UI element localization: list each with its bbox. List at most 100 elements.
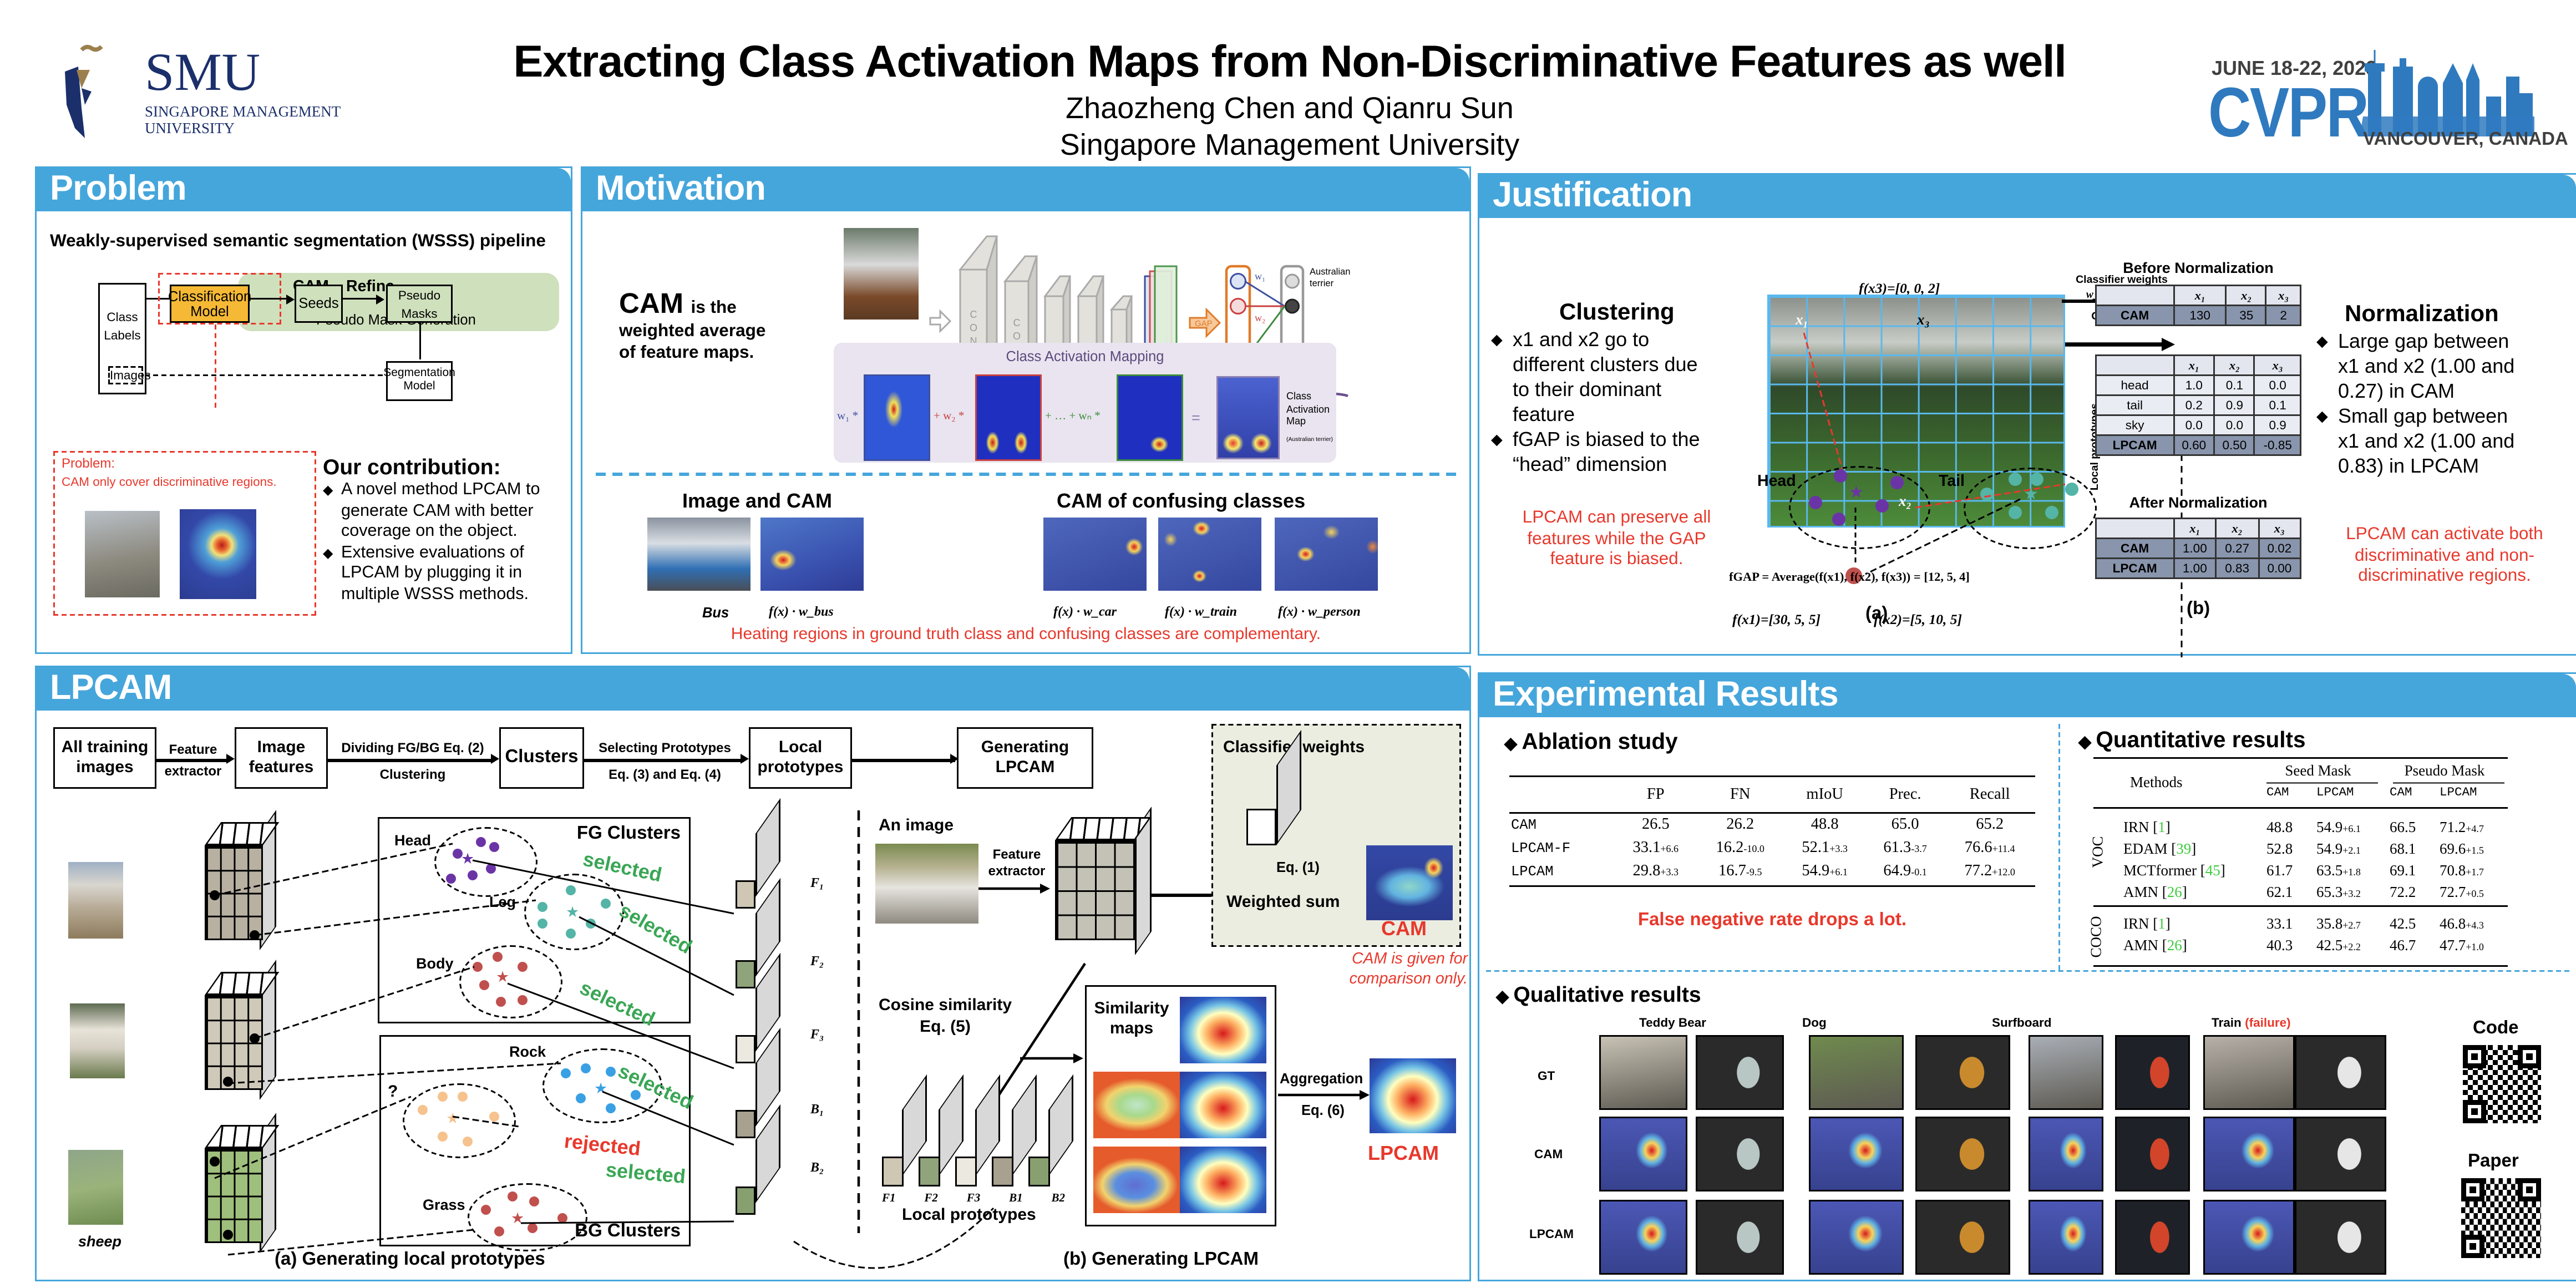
- table-cell: 0.2: [2173, 394, 2215, 416]
- cosine-label: Cosine similarity: [878, 997, 1012, 1015]
- table-header-row: x₁ x₂ x₃: [2095, 518, 2302, 539]
- feature-cube: [201, 1113, 334, 1258]
- row-label: tail: [2095, 394, 2175, 416]
- qr-finder: [2463, 1100, 2486, 1123]
- table-cell: 46.8+4.3: [2440, 914, 2506, 935]
- table-header-cell: x₁: [2173, 518, 2217, 539]
- sub-headers: CAM LPCAM CAM LPCAM: [2266, 787, 2508, 800]
- fgap-formula: fGAP = Average(f(x1), f(x2), f(x3)) = [1…: [1729, 569, 1970, 584]
- cluster-point: [468, 870, 478, 880]
- seeds-box: Seeds: [295, 285, 343, 323]
- table-rule: [2093, 757, 2508, 759]
- after-title: After Normalization: [2129, 494, 2268, 511]
- table-cell: 0.9: [2213, 394, 2256, 416]
- table-cell: 0.1: [2254, 394, 2301, 416]
- contribution-title: Our contribution:: [323, 454, 501, 479]
- pseudo-masks-box: Pseudo Masks: [386, 285, 453, 323]
- group-header-seed: Seed Mask: [2285, 762, 2351, 779]
- eq1-label: Eq. (1): [1276, 859, 1320, 875]
- table-header-cell: FP: [1646, 786, 1665, 803]
- smu-abbr: SMU: [145, 42, 261, 102]
- feature-cube: [201, 960, 334, 1105]
- value: 69.6: [2440, 840, 2466, 857]
- method-with-ref: IRN [1]: [2123, 915, 2171, 932]
- row-label: CAM: [2095, 305, 2175, 326]
- value: 70.8: [2440, 862, 2466, 879]
- delta: +2.2: [2342, 944, 2361, 954]
- caption-b: (b): [2187, 599, 2210, 619]
- table-cell: 33.1+6.6: [1615, 836, 1697, 860]
- citation-link[interactable]: 1: [2158, 819, 2166, 835]
- arrowhead: [950, 754, 959, 764]
- lpcam-header: LPCAM: [37, 667, 1469, 711]
- citation-link[interactable]: 1: [2158, 915, 2166, 932]
- table-cell: 0.00: [2257, 557, 2302, 579]
- selecting-label: Selecting Prototypes: [599, 741, 731, 755]
- similarity-maps-box: Similarity maps: [1085, 985, 1276, 1226]
- delta: +2.1: [2342, 847, 2361, 857]
- qualitative-mask: [1915, 1117, 2010, 1191]
- problem-header: Problem: [37, 168, 571, 211]
- bar-front: [736, 1186, 755, 1215]
- eq6-label: Eq. (6): [1301, 1102, 1345, 1118]
- cluster-point: [481, 1205, 491, 1215]
- table-cell: 69.1: [2390, 860, 2440, 882]
- clustering-note: LPCAM can preserve all features while th…: [1522, 508, 1711, 569]
- paper-qr-link[interactable]: [2461, 1178, 2541, 1258]
- qualitative-image: [1809, 1117, 1904, 1191]
- cluster-point: [493, 952, 503, 962]
- table-cell: -0.85: [2254, 434, 2301, 456]
- arrow-line: [343, 298, 379, 300]
- qualitative-image: [2203, 1200, 2295, 1275]
- cluster-point: [486, 864, 496, 874]
- citation-link[interactable]: 26: [2167, 884, 2182, 900]
- classifier-weights-label: Classifier weights: [2076, 275, 2168, 286]
- table-header-row: x₁ x₂ x₃: [2095, 285, 2301, 306]
- cluster-point: [438, 1092, 448, 1102]
- sub-header: LPCAM: [2440, 787, 2477, 800]
- table-cell: 63.5+1.8: [2316, 860, 2390, 882]
- qualitative-mask: [2295, 1035, 2386, 1110]
- value: 26.2: [1726, 817, 1754, 834]
- cluster-point: [561, 1068, 571, 1078]
- citation-link[interactable]: 39: [2176, 840, 2192, 857]
- value: 65.2: [1976, 817, 2004, 834]
- value: 72.2: [2390, 884, 2416, 900]
- label-text: Feature extractor: [164, 742, 222, 779]
- caption-generating-prototypes: (a) Generating local prototypes: [275, 1250, 545, 1270]
- cluster-point: [476, 837, 486, 847]
- row-label: LPCAM: [2095, 557, 2175, 579]
- weight-wn: + … + wₙ *: [1045, 409, 1101, 423]
- problem-panel: Problem Weakly-supervised semantic segme…: [35, 166, 572, 654]
- cluster-point: [489, 842, 499, 852]
- citation-link[interactable]: 45: [2205, 862, 2220, 879]
- cluster-point: [537, 902, 547, 912]
- selecting-eq-label: Eq. (3) and Eq. (4): [608, 767, 721, 782]
- sub-header: CAM: [2266, 787, 2289, 800]
- table-header-cell: x₁: [2173, 354, 2215, 376]
- table-cell: 65.2: [1944, 813, 2035, 836]
- table-cell: [2095, 518, 2175, 539]
- pony-image: [85, 511, 160, 597]
- prototype-label: F1: [882, 1191, 896, 1205]
- table-row: CAM 1.00 0.27 0.02: [2095, 537, 2302, 559]
- table-cell: 65.0: [1866, 813, 1944, 836]
- code-qr-link[interactable]: [2463, 1045, 2541, 1123]
- cluster-point: [418, 1105, 428, 1115]
- cluster-label-leg: Leg: [489, 894, 516, 910]
- cvpr-dates: JUNE 18-22, 2023: [2212, 57, 2377, 80]
- qualitative-mask: [1915, 1035, 2010, 1110]
- table-cell: 42.5: [2390, 914, 2440, 935]
- problem-title: Problem: [50, 170, 187, 208]
- motivation-note: Heating regions in ground truth class an…: [731, 626, 1321, 644]
- citation-link[interactable]: 26: [2167, 937, 2182, 954]
- value: 48.8: [1811, 817, 1839, 834]
- unknown-cluster-label: ?: [388, 1083, 398, 1102]
- head-cluster: [434, 827, 537, 897]
- bar-front: [736, 1035, 755, 1063]
- delta: +2.7: [2342, 922, 2361, 932]
- cluster-point: [438, 1132, 448, 1142]
- body-cluster: [459, 945, 562, 1018]
- cluster-point: [494, 1226, 504, 1236]
